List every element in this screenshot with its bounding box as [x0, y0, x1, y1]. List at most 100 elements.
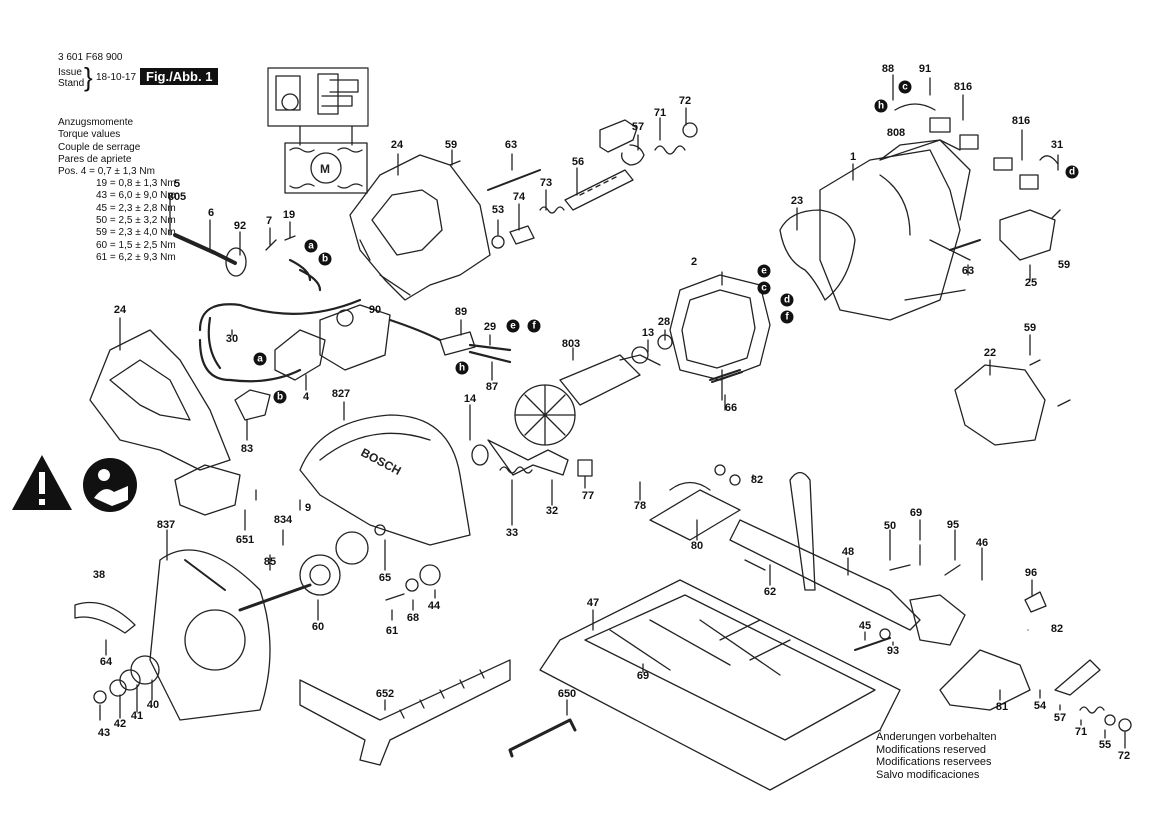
connection-marker: f	[780, 310, 794, 324]
part-label: 96	[1024, 567, 1038, 579]
part-label: 650	[557, 688, 577, 700]
note-de: Änderungen vorbehalten	[876, 731, 997, 743]
part-label: 28	[657, 316, 671, 328]
issue-label: Issue	[58, 67, 82, 78]
part-label: 7	[265, 215, 273, 227]
motor-symbol: M	[320, 162, 330, 176]
part-number: 3 601 F68 900	[58, 52, 123, 63]
part-label: 50	[883, 520, 897, 532]
connection-marker: h	[455, 361, 469, 375]
part-label: 81	[995, 701, 1009, 713]
part-label: 57	[1053, 712, 1067, 724]
part-label: 53	[491, 204, 505, 216]
part-label: 63	[504, 139, 518, 151]
part-47-base-plate	[539, 579, 901, 791]
part-label: 90	[368, 304, 382, 316]
part-label: 59	[1057, 259, 1071, 271]
part-label: 24	[390, 139, 404, 151]
part-label: 46	[975, 537, 989, 549]
part-label: 88	[881, 63, 895, 75]
part-24-left-handle	[89, 329, 231, 471]
part-837-lower-guard	[149, 549, 271, 721]
part-label: 32	[545, 505, 559, 517]
part-label: 95	[946, 519, 960, 531]
part-label: 82	[750, 474, 764, 486]
part-label: 816	[1011, 115, 1031, 127]
part-label: 71	[653, 107, 667, 119]
part-label: 25	[1024, 277, 1038, 289]
part-label: 808	[886, 127, 906, 139]
part-label: 24	[113, 304, 127, 316]
part-label: 827	[331, 388, 351, 400]
part-label: 85	[263, 556, 277, 568]
part-2-stator	[669, 274, 771, 381]
part-label: 82	[1050, 623, 1064, 635]
part-label: 14	[463, 393, 477, 405]
part-label: 4	[302, 391, 310, 403]
part-label: 41	[130, 710, 144, 722]
issue-date: 18-10-17	[96, 72, 137, 83]
part-label: 44	[427, 600, 441, 612]
part-label: 72	[678, 95, 692, 107]
part-24-handle-housing	[349, 154, 491, 301]
part-label: 72	[1117, 750, 1131, 762]
part-label: 834	[273, 514, 293, 526]
part-56-spindle	[564, 169, 634, 211]
part-label: 6	[207, 207, 215, 219]
part-label: 13	[641, 327, 655, 339]
part-label: 77	[581, 490, 595, 502]
part-label: 19	[282, 209, 296, 221]
connection-marker: c	[757, 281, 771, 295]
torque-value-row: 45 = 2,3 ± 2,8 Nm	[96, 203, 176, 214]
connection-marker: d	[780, 293, 794, 307]
part-label: 78	[633, 500, 647, 512]
part-label: 71	[1074, 726, 1088, 738]
part-label: 64	[99, 656, 113, 668]
stand-label: Stand	[58, 78, 85, 89]
part-23-ring	[779, 209, 856, 301]
part-label: 59	[1023, 322, 1037, 334]
part-label: 87	[485, 381, 499, 393]
part-label: 38	[92, 569, 106, 581]
part-label: 91	[918, 63, 932, 75]
connection-marker: d	[1065, 165, 1079, 179]
part-label: 89	[454, 306, 468, 318]
warning-triangle-icon	[12, 455, 72, 510]
note-fr: Modifications reservees	[876, 756, 992, 768]
brand-logo-text: BOSCH	[359, 445, 404, 478]
part-label: 837	[156, 519, 176, 531]
part-label: 40	[146, 699, 160, 711]
connection-marker: e	[506, 319, 520, 333]
part-label: 68	[406, 612, 420, 624]
part-label: 803	[561, 338, 581, 350]
part-label: 61	[385, 625, 399, 637]
part-label: 59	[444, 139, 458, 151]
part-label: 69	[636, 670, 650, 682]
part-label: 47	[586, 597, 600, 609]
modification-notes: Änderungen vorbehalten Modifications res…	[876, 731, 996, 781]
part-label: 74	[512, 191, 526, 203]
part-label: 805	[167, 191, 187, 203]
part-label: 65	[378, 572, 392, 584]
read-manual-icon	[83, 458, 137, 512]
connection-marker: f	[527, 319, 541, 333]
part-label: 80	[690, 540, 704, 552]
part-label: 29	[483, 321, 497, 333]
part-1-motor-housing	[819, 149, 961, 321]
connection-marker: a	[253, 352, 267, 366]
wiring-diagram	[267, 67, 369, 194]
part-label: 57	[631, 121, 645, 133]
connection-marker: e	[757, 264, 771, 278]
connection-marker: a	[304, 239, 318, 253]
part-label: 62	[763, 586, 777, 598]
note-en: Modifications reserved	[876, 743, 987, 756]
part-label: 651	[235, 534, 255, 546]
part-label: 83	[240, 443, 254, 455]
part-label: 93	[886, 645, 900, 657]
connection-marker: b	[273, 390, 287, 404]
torque-value-row: 60 = 1,5 ± 2,5 Nm	[96, 240, 176, 251]
part-22-fan-cover	[954, 364, 1046, 446]
part-label: 92	[233, 220, 247, 232]
part-label: 48	[841, 546, 855, 558]
